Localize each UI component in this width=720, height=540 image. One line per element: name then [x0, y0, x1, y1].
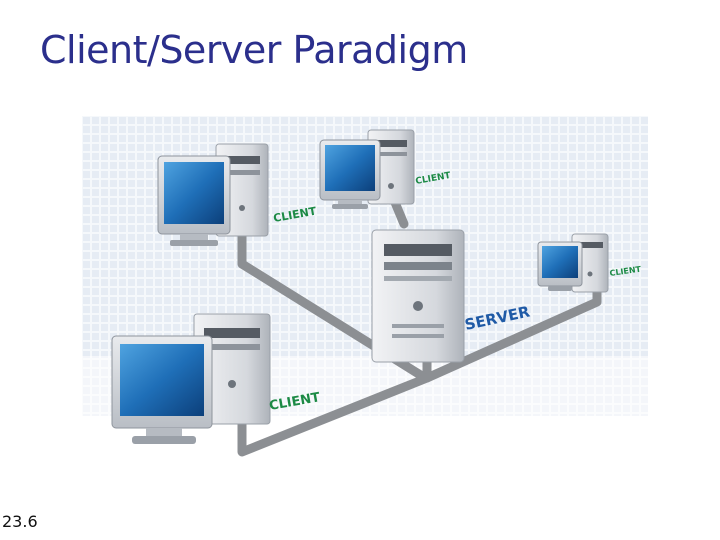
slide-number: 23.6: [2, 512, 38, 531]
server-computer: [372, 230, 464, 362]
client-computer-2: [320, 130, 414, 209]
client-server-diagram: CLIENT CLIENT SERVER CLIENT CLIENT: [82, 116, 648, 506]
client-computer-3: [538, 234, 608, 292]
client-computer-1: [158, 144, 268, 246]
slide-title: Client/Server Paradigm: [40, 28, 468, 72]
